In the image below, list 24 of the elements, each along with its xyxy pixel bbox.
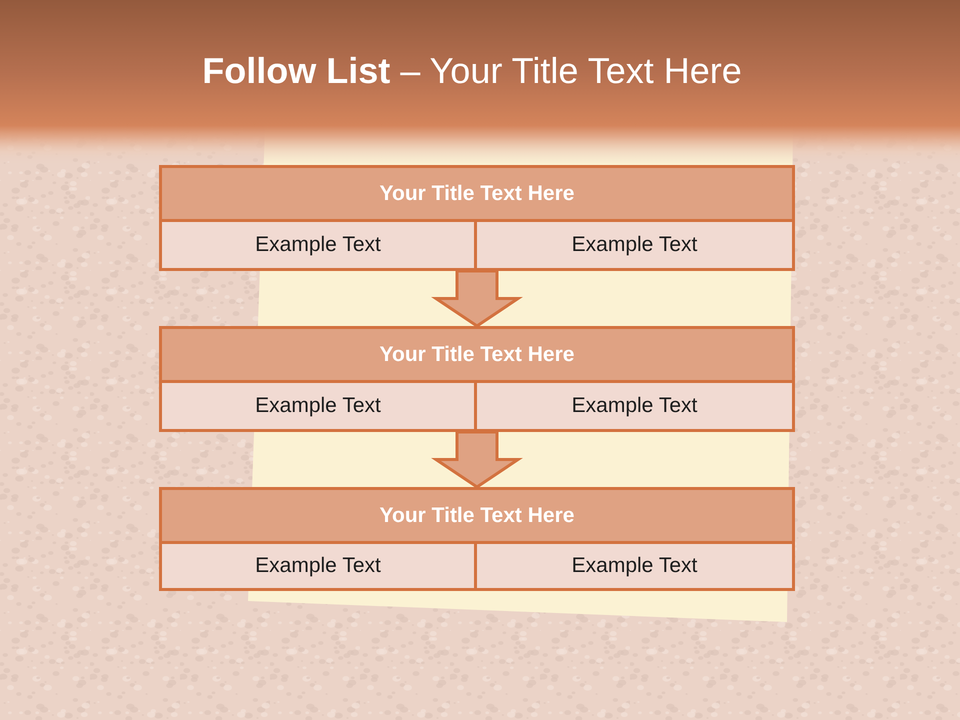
- title-bar: [162, 329, 792, 383]
- title-bar: [162, 490, 792, 544]
- heading-text: Your Title Text Here: [380, 342, 574, 366]
- list-panel: [159, 487, 795, 591]
- item-text: Example Text: [255, 233, 381, 257]
- item-text: Example Text: [572, 554, 698, 578]
- list-panel: [159, 165, 795, 271]
- heading-text: Your Title Text Here: [380, 504, 574, 528]
- heading-text: Your Title Text Here: [380, 182, 574, 206]
- item-text: Example Text: [572, 233, 698, 257]
- list-panel: [159, 326, 795, 432]
- item-text: Example Text: [572, 394, 698, 418]
- table-cell: [477, 383, 792, 429]
- block-arrow: [431, 430, 523, 489]
- block-arrow: [431, 270, 523, 328]
- slide-title: Follow List – Your Title Text Here: [202, 50, 742, 92]
- table-cell: [162, 222, 477, 268]
- table-cell: [162, 383, 477, 429]
- item-text: Example Text: [255, 394, 381, 418]
- table-cell: [162, 544, 477, 588]
- title-bar: [162, 168, 792, 222]
- table-cell: [477, 222, 792, 268]
- table-cell: [477, 544, 792, 588]
- item-text: Example Text: [255, 554, 381, 578]
